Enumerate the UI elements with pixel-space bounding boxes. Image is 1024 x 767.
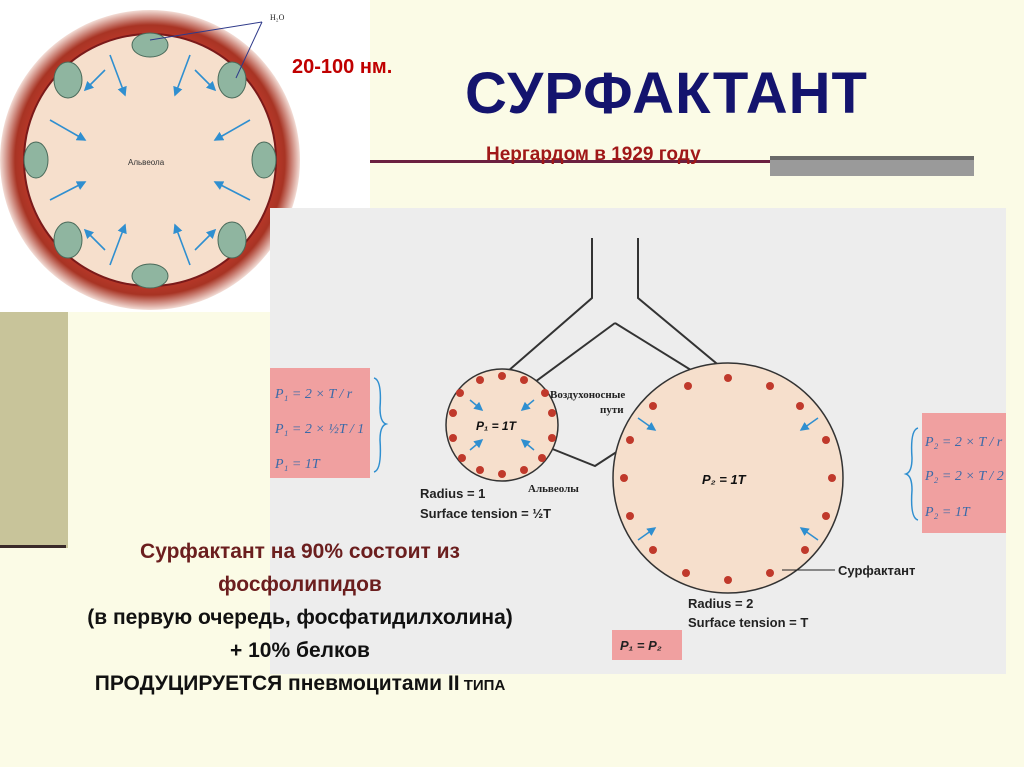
laplace-diagram-panel: P₁ = 1T P₂ = 1T Воздухоносные пути Альве… — [270, 208, 1006, 674]
body-line-5: ПРОДУЦИРУЕТСЯ пневмоцитами II ТИПА — [0, 667, 600, 702]
laplace-svg: P₁ = 1T P₂ = 1T Воздухоносные пути Альве… — [270, 238, 1006, 660]
small-alveolus-surfactant — [449, 372, 556, 478]
body-rule — [0, 545, 66, 548]
large-alveolus-surfactant — [620, 374, 836, 584]
h2o-pointer-1 — [149, 21, 263, 41]
left-formula-3: P₁ = 1T — [274, 457, 321, 472]
equality-box — [612, 630, 682, 660]
left-brace — [373, 377, 389, 473]
h2o-label: H₂O — [270, 13, 285, 22]
large-radius: Radius = 2 — [688, 596, 753, 611]
body-text-block: Сурфактант на 90% состоит из фосфолипидо… — [0, 535, 600, 702]
body-line-2: фосфолипидов — [218, 573, 382, 596]
alveoli-label: Альвеолы — [528, 483, 579, 495]
airways-label-line1: Воздухоносные — [550, 389, 625, 401]
small-alveolus-arrows — [469, 399, 535, 451]
body-line-5-main: ПРОДУЦИРУЕТСЯ пневмоцитами II — [94, 672, 460, 695]
small-radius: Radius = 1 — [420, 486, 485, 501]
small-tension: Surface tension = ½T — [420, 506, 551, 521]
left-formula-2: P₁ = 2 × ½T / 1 — [274, 422, 364, 437]
grey-rule — [770, 158, 974, 176]
body-line-3: (в первую очередь, фосфатидилхолина) — [87, 606, 513, 629]
left-formula-1: P₁ = 2 × T / r — [274, 387, 353, 402]
large-alveolus — [612, 362, 844, 594]
surfactant-label: Сурфактант — [838, 563, 915, 578]
right-formula-2: P₂ = 2 × T / 2 — [924, 469, 1004, 484]
page-title: СУРФАКТАНТ — [465, 61, 868, 126]
right-brace — [903, 427, 919, 521]
type-ii-cells — [23, 32, 277, 289]
right-formula-1: P₂ = 2 × T / r — [924, 435, 1003, 450]
large-alveolus-pressure: P₂ = 1T — [702, 472, 747, 487]
airways-label-line2: пути — [600, 404, 624, 416]
small-alveolus — [445, 368, 559, 482]
alveolus-center-label: Альвеола — [128, 158, 165, 167]
left-formula-box — [270, 368, 370, 478]
body-line-1: Сурфактант на 90% состоит из — [140, 540, 460, 563]
inward-arrows — [49, 54, 251, 266]
grey-rule-dark — [770, 156, 974, 160]
body-line-5-small: ТИПА — [459, 677, 506, 694]
discovery-subtitle: Нергардом в 1929 году — [486, 144, 701, 165]
body-line-4: + 10% белков — [230, 639, 370, 662]
right-formula-3: P₂ = 1T — [924, 505, 971, 520]
large-alveolus-arrows — [637, 417, 819, 541]
title-rule — [370, 160, 770, 163]
equality-label: P₁ = P₂ — [620, 638, 662, 653]
size-label: 20-100 нм. — [292, 56, 393, 78]
large-tension: Surface tension = T — [688, 615, 808, 630]
alveolus-illustration: H₂O Альвеола — [0, 0, 370, 312]
small-alveolus-pressure: P₁ = 1T — [476, 419, 518, 433]
h2o-pointer-2 — [235, 21, 263, 79]
alveolus-svg: H₂O Альвеола — [0, 10, 300, 310]
right-formula-box — [922, 413, 1006, 533]
